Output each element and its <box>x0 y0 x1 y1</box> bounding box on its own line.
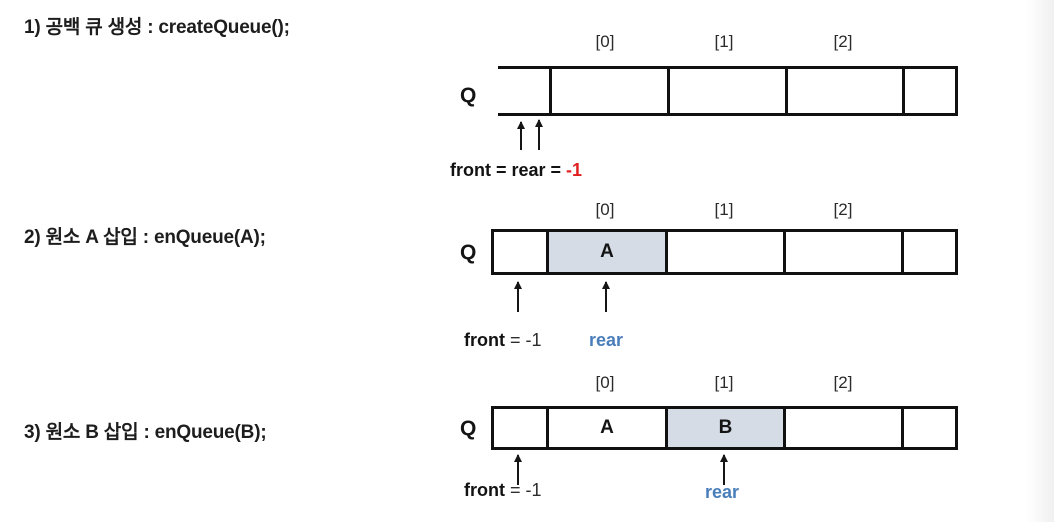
index-label-1: [1] <box>714 32 734 51</box>
queue-cell-stub-left <box>494 232 549 272</box>
queue-cell-1: B <box>668 409 786 447</box>
index-label-1: [1] <box>714 373 734 392</box>
queue-cell-stub-right <box>904 232 955 272</box>
array-name-q: Q <box>460 84 477 107</box>
array-name-q: Q <box>460 241 477 264</box>
rear-pointer-arrow <box>538 120 540 150</box>
queue-array-empty <box>498 66 958 116</box>
index-label-2: [2] <box>833 373 853 392</box>
front-pointer-arrow <box>517 282 519 312</box>
queue-cell-0 <box>552 69 670 113</box>
pointer-value-negative-one: -1 <box>566 160 583 180</box>
equals-1: = <box>490 160 512 180</box>
pointer-caption-rear-b: rear <box>705 482 739 503</box>
pointer-caption-empty: front = rear = -1 <box>450 160 582 181</box>
index-label-1: [1] <box>714 200 734 219</box>
pointer-caption-front-b: front = -1 <box>464 480 542 501</box>
step-label-1: 1) 공백 큐 생성 : createQueue(); <box>24 17 290 38</box>
index-label-2: [2] <box>833 32 853 51</box>
queue-cell-stub-left <box>498 69 552 113</box>
index-label-2: [2] <box>833 200 853 219</box>
front-pointer-arrow <box>517 455 519 485</box>
pointer-caption-rear-a: rear <box>589 330 623 351</box>
front-label: front <box>450 160 491 180</box>
queue-cell-stub-right <box>905 69 955 113</box>
equals-2: = <box>545 160 567 180</box>
pointer-caption-front-a: front = -1 <box>464 330 542 351</box>
rear-pointer-arrow <box>723 455 725 485</box>
queue-array-after-b: A B <box>491 406 958 450</box>
queue-cell-2 <box>786 409 904 447</box>
rear-label: rear <box>705 482 740 502</box>
front-label: front <box>464 330 505 350</box>
queue-cell-stub-right <box>904 409 955 447</box>
queue-cell-1 <box>668 232 786 272</box>
rear-pointer-arrow <box>605 282 607 312</box>
array-name-q: Q <box>460 417 477 440</box>
queue-cell-2 <box>786 232 904 272</box>
front-label: front <box>464 480 505 500</box>
queue-cell-2 <box>788 69 905 113</box>
index-label-0: [0] <box>595 200 615 219</box>
queue-array-after-a: A <box>491 229 958 275</box>
front-pointer-arrow <box>520 122 522 150</box>
queue-cell-0: A <box>549 409 668 447</box>
step-label-2: 2) 원소 A 삽입 : enQueue(A); <box>24 227 266 248</box>
rear-label: rear <box>589 330 624 350</box>
queue-cell-1 <box>670 69 788 113</box>
step-label-3: 3) 원소 B 삽입 : enQueue(B); <box>24 422 267 443</box>
index-label-0: [0] <box>595 373 615 392</box>
page-edge-shadow <box>1024 0 1054 522</box>
queue-cell-0: A <box>549 232 668 272</box>
index-label-0: [0] <box>595 32 615 51</box>
queue-cell-stub-left <box>494 409 549 447</box>
front-value: = -1 <box>504 480 542 500</box>
rear-label: rear <box>511 160 546 180</box>
front-value: = -1 <box>504 330 542 350</box>
